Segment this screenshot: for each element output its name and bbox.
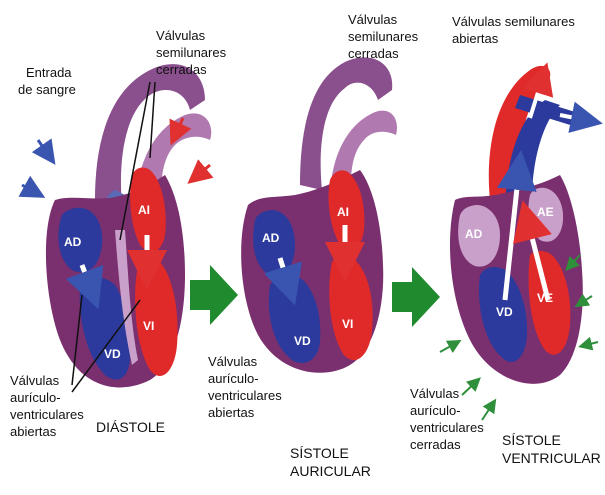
- chamber-label: AE: [537, 205, 554, 219]
- chamber-label: AI: [138, 203, 150, 217]
- step-arrow: [392, 267, 440, 327]
- contraction-arrow: [462, 380, 478, 395]
- callout-semilunar: Válvulas semilunares cerradas: [156, 28, 230, 77]
- contraction-arrow: [482, 402, 494, 420]
- callout-semilunar: Válvulas semilunares cerradas: [348, 12, 422, 61]
- chamber-label: AD: [465, 227, 483, 241]
- panel-atrial-systole: AD AI VD VI Válvulas semilunares cerrada…: [208, 12, 422, 479]
- callout-av-valves: Válvulas aurículo- ventriculares cerrada…: [410, 386, 487, 452]
- panel-caption: DIÁSTOLE: [96, 419, 165, 435]
- chamber-label: VD: [104, 347, 121, 361]
- callout-semilunar: Válvulas semilunares abiertas: [452, 14, 578, 46]
- panel-diastole: AD AI VD VI Entrada de sangre Válvulas s…: [10, 28, 230, 439]
- chamber-label: AI: [337, 205, 349, 219]
- panel-caption: SÍSTOLE VENTRICULAR: [502, 432, 601, 466]
- callout-av-valves: Válvulas aurículo- ventriculares abierta…: [208, 354, 285, 420]
- panel-ventricular-systole: AD AE VD VE Válvulas semilunares abierta…: [410, 14, 601, 466]
- chamber-label: VD: [294, 334, 311, 348]
- chamber-label: VE: [537, 291, 553, 305]
- contraction-arrow: [582, 342, 598, 346]
- chamber-label: VD: [496, 305, 513, 319]
- callout-av-valves: Válvulas aurículo- ventriculares abierta…: [10, 373, 87, 439]
- chamber-label: VI: [342, 317, 353, 331]
- step-arrow: [190, 265, 238, 325]
- inflow-arrow: [22, 185, 40, 195]
- chamber-label: AD: [262, 231, 280, 245]
- contraction-arrow: [440, 342, 458, 352]
- chamber-label: AD: [64, 235, 82, 249]
- chamber-label: VI: [143, 319, 154, 333]
- callout-inflow: Entrada de sangre: [18, 65, 76, 97]
- panel-caption: SÍSTOLE AURICULAR: [290, 445, 371, 479]
- inflow-arrow: [38, 140, 52, 160]
- inflow-arrow: [192, 165, 210, 180]
